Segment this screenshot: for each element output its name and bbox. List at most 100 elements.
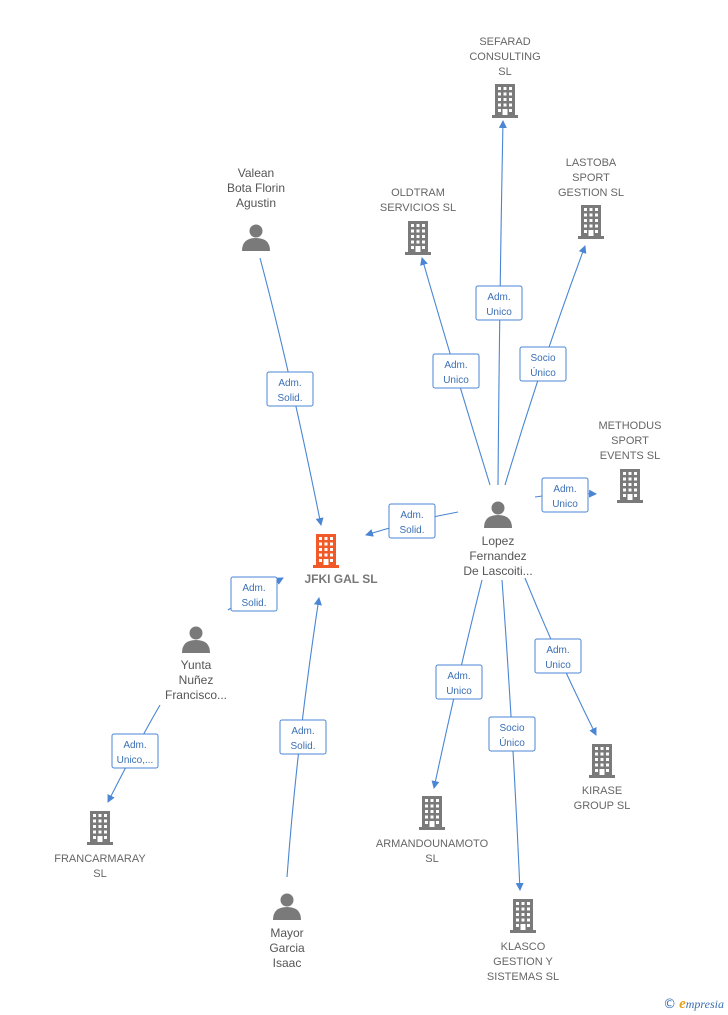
edge-label-lopez-kirase[interactable]: Adm. Unico xyxy=(534,638,582,674)
edge-label-text: Único xyxy=(530,366,556,379)
node-label: Agustin xyxy=(236,196,276,210)
edge-label-text: Unico xyxy=(446,686,472,697)
node-label: SL xyxy=(93,868,106,880)
node-label: CONSULTING xyxy=(469,51,540,63)
node-armandou[interactable]: ARMANDOUNAMOTO SL xyxy=(376,796,489,865)
node-label: SEFARAD xyxy=(479,36,530,48)
node-label: Bota Florin xyxy=(227,181,285,195)
edge-label-text: Adm. xyxy=(487,292,510,303)
node-label: FRANCARMARAY xyxy=(54,853,146,865)
node-label: SPORT xyxy=(611,435,649,447)
edge-label-box xyxy=(475,285,523,321)
edge-label-lopez-oldtram[interactable]: Adm. Unico xyxy=(432,353,480,389)
person-icon xyxy=(484,501,512,528)
edge-label-text: Adm. xyxy=(278,378,301,389)
node-label: Nuñez xyxy=(179,673,214,687)
node-sefarad[interactable]: SEFARAD CONSULTING SL xyxy=(469,36,541,118)
copyright-icon: © xyxy=(663,997,677,1012)
edge-label-box xyxy=(266,371,314,407)
edge-label-text: Único xyxy=(499,736,525,749)
edge-label-text: Solid. xyxy=(241,598,266,609)
edge-label-text: Solid. xyxy=(277,393,302,404)
edge-label-text: Unico xyxy=(545,660,571,671)
building-icon xyxy=(492,84,518,118)
node-label: Isaac xyxy=(273,956,302,970)
node-label: SL xyxy=(425,853,438,865)
edges-layer xyxy=(107,120,597,891)
edge-label-yunta-francar[interactable]: Adm. Unico,... xyxy=(111,733,159,769)
building-icon xyxy=(578,205,604,239)
main-company-icon xyxy=(313,534,339,568)
node-yunta[interactable]: YuntaNuñezFrancisco... xyxy=(165,626,227,703)
node-kirase[interactable]: KIRASE GROUP SL xyxy=(574,744,631,812)
edge-label-lopez-armandou[interactable]: Adm. Unico xyxy=(435,664,483,700)
brand-logo[interactable]: © empresia xyxy=(663,996,724,1013)
edge-label-yunta-jfki[interactable]: Adm. Solid. xyxy=(230,576,278,612)
edge-label-lopez-jfki[interactable]: Adm.Solid. xyxy=(388,503,436,539)
edge-label-text: Adm. xyxy=(242,583,265,594)
node-label: Mayor xyxy=(270,926,303,940)
building-icon xyxy=(87,811,113,845)
edge-label-text: Adm. xyxy=(123,740,146,751)
building-icon xyxy=(589,744,615,778)
node-label: EVENTS SL xyxy=(600,450,661,462)
node-label: JFKI GAL SL xyxy=(304,572,377,586)
brand-name: mpresia xyxy=(685,997,724,1011)
node-label: GROUP SL xyxy=(574,800,631,812)
building-icon xyxy=(405,221,431,255)
edge-label-box xyxy=(541,477,589,513)
edge-labels-layer: Adm. Solid. Adm. Solid. Adm. Solid. Adm. Solid.… xyxy=(111,285,589,769)
node-label: KIRASE xyxy=(582,785,622,797)
node-label: SERVICIOS SL xyxy=(380,202,456,214)
node-label: GESTION SL xyxy=(558,187,624,199)
edge-label-lopez-sefarad[interactable]: Adm. Unico xyxy=(475,285,523,321)
edge-label-text: Adm. xyxy=(447,671,470,682)
edge-label-box xyxy=(111,733,159,769)
edge-label-text: Socio xyxy=(530,353,555,364)
brand-letter-e: e xyxy=(679,996,686,1012)
edge-label-text: Unico xyxy=(443,375,469,386)
edge-label-box xyxy=(432,353,480,389)
edge-label-mayor-jfki[interactable]: Adm. Solid. xyxy=(279,719,327,755)
node-label: Garcia xyxy=(269,941,305,955)
building-icon xyxy=(510,899,536,933)
edge-label-box xyxy=(230,576,278,612)
nodes-layer: JFKI GAL SL SEFARAD CONSULTING SL LASTOBA SPO… xyxy=(54,36,661,983)
edge-label-box xyxy=(534,638,582,674)
edge-label-text: Unico,... xyxy=(117,755,154,766)
node-label: Fernandez xyxy=(469,549,526,563)
building-icon xyxy=(617,469,643,503)
edge-label-box xyxy=(435,664,483,700)
edge-label-text: Adm. xyxy=(291,726,314,737)
node-lastoba[interactable]: LASTOBA SPORT GESTION SL xyxy=(558,157,624,239)
node-label: De Lascoiti... xyxy=(463,564,532,578)
edge-label-lopez-methodus[interactable]: Adm.Unico xyxy=(541,477,589,513)
edge-label-box xyxy=(388,503,436,539)
edge-label-box xyxy=(279,719,327,755)
edge-label-text: Unico xyxy=(486,307,512,318)
node-label: LASTOBA xyxy=(566,157,617,169)
node-label: OLDTRAM xyxy=(391,187,445,199)
edge-label-text: Adm. xyxy=(444,360,467,371)
edge-label-text: Adm. xyxy=(546,645,569,656)
edge-label-box xyxy=(488,716,536,752)
node-oldtram[interactable]: OLDTRAM SERVICIOS SL xyxy=(380,187,456,255)
node-francar[interactable]: FRANCARMARAY SL xyxy=(54,811,146,880)
node-label: Valean xyxy=(238,166,274,180)
edge-label-text: Solid. xyxy=(399,525,424,536)
node-label: ARMANDOUNAMOTO xyxy=(376,838,489,850)
node-label: SPORT xyxy=(572,172,610,184)
edge-label-valean-jfki[interactable]: Adm. Solid. xyxy=(266,371,314,407)
node-jfki[interactable]: JFKI GAL SL xyxy=(304,534,378,586)
edge-label-text: Solid. xyxy=(290,741,315,752)
node-label: SL xyxy=(498,66,511,78)
node-label: GESTION Y xyxy=(493,956,553,968)
